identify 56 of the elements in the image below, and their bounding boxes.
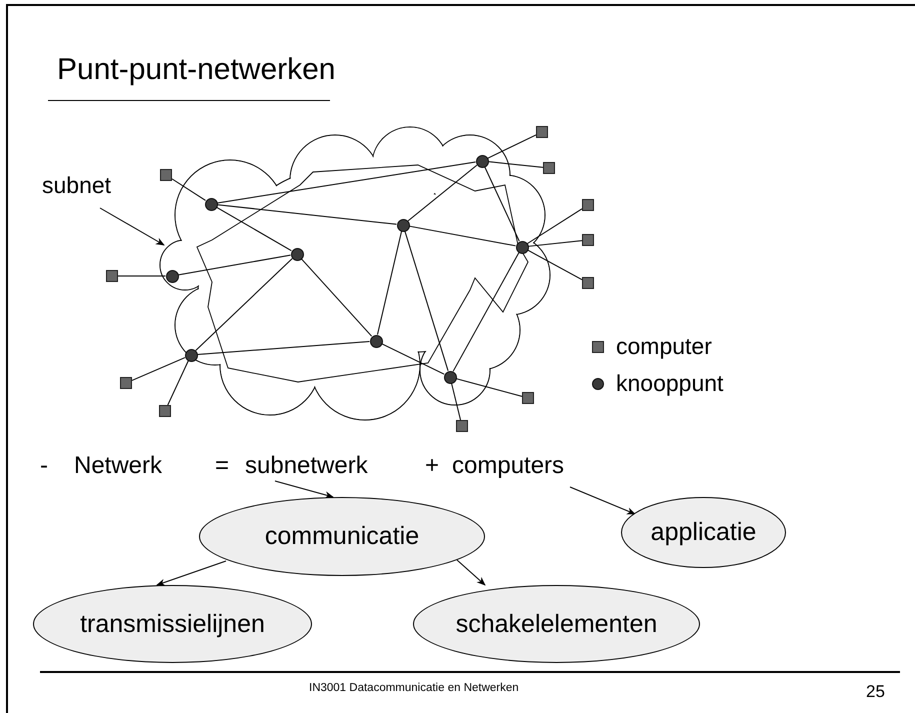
link-line xyxy=(178,254,292,276)
link-line xyxy=(526,208,582,244)
computer-node xyxy=(522,392,534,404)
computer-node xyxy=(106,270,118,282)
link-line xyxy=(452,252,520,372)
link-line xyxy=(216,162,476,204)
link-line xyxy=(456,378,522,397)
computer-node xyxy=(159,405,171,417)
text-label: subnet xyxy=(42,172,112,198)
link-line xyxy=(527,250,582,280)
bullet-dash: - xyxy=(40,452,48,480)
link-line xyxy=(216,206,292,252)
link-line xyxy=(381,343,445,375)
text-label: subnetwerk xyxy=(245,452,368,480)
link-line xyxy=(167,360,189,406)
link-line xyxy=(451,382,462,420)
link-line xyxy=(487,134,536,159)
link-line xyxy=(528,240,582,247)
computer-node xyxy=(120,377,132,389)
formula-text: Netwerk xyxy=(74,452,162,480)
arrow xyxy=(100,208,165,246)
node-label: applicatie xyxy=(650,518,756,547)
link-line xyxy=(300,258,372,337)
link-line xyxy=(132,357,186,381)
text-label: computers xyxy=(452,452,564,480)
link-line xyxy=(408,164,478,222)
arrow xyxy=(570,486,636,514)
arrow xyxy=(274,480,334,498)
link-line xyxy=(404,230,449,372)
equals-sign: = xyxy=(215,452,230,480)
arrow xyxy=(156,560,226,586)
computer-node xyxy=(582,199,594,211)
computer-node xyxy=(543,162,555,174)
legend-text: knooppunt xyxy=(616,370,724,397)
link-line xyxy=(172,178,206,201)
computer-node xyxy=(536,126,548,138)
node-label: transmissielijnen xyxy=(80,610,265,638)
link-line xyxy=(484,166,520,242)
link-line xyxy=(195,258,293,352)
arrow xyxy=(456,560,486,586)
computer-node xyxy=(456,420,468,432)
link-line xyxy=(196,341,370,355)
computer-node xyxy=(160,169,172,181)
plus-sign: + xyxy=(425,452,440,480)
link-line xyxy=(408,226,516,246)
computer-node xyxy=(582,234,594,246)
node-label: communicatie xyxy=(264,522,420,551)
link-line xyxy=(488,161,544,168)
slide-title: Punt-punt-netwerken xyxy=(57,52,336,88)
page-number: 25 xyxy=(866,682,885,702)
link-line xyxy=(376,230,402,336)
computer-node xyxy=(582,277,594,289)
footer-text: IN3001 Datacommunicatie en Netwerken xyxy=(309,682,519,696)
link-line xyxy=(216,204,398,225)
legend-text: computer xyxy=(616,333,712,360)
node-label: schakelelementen xyxy=(456,610,658,638)
